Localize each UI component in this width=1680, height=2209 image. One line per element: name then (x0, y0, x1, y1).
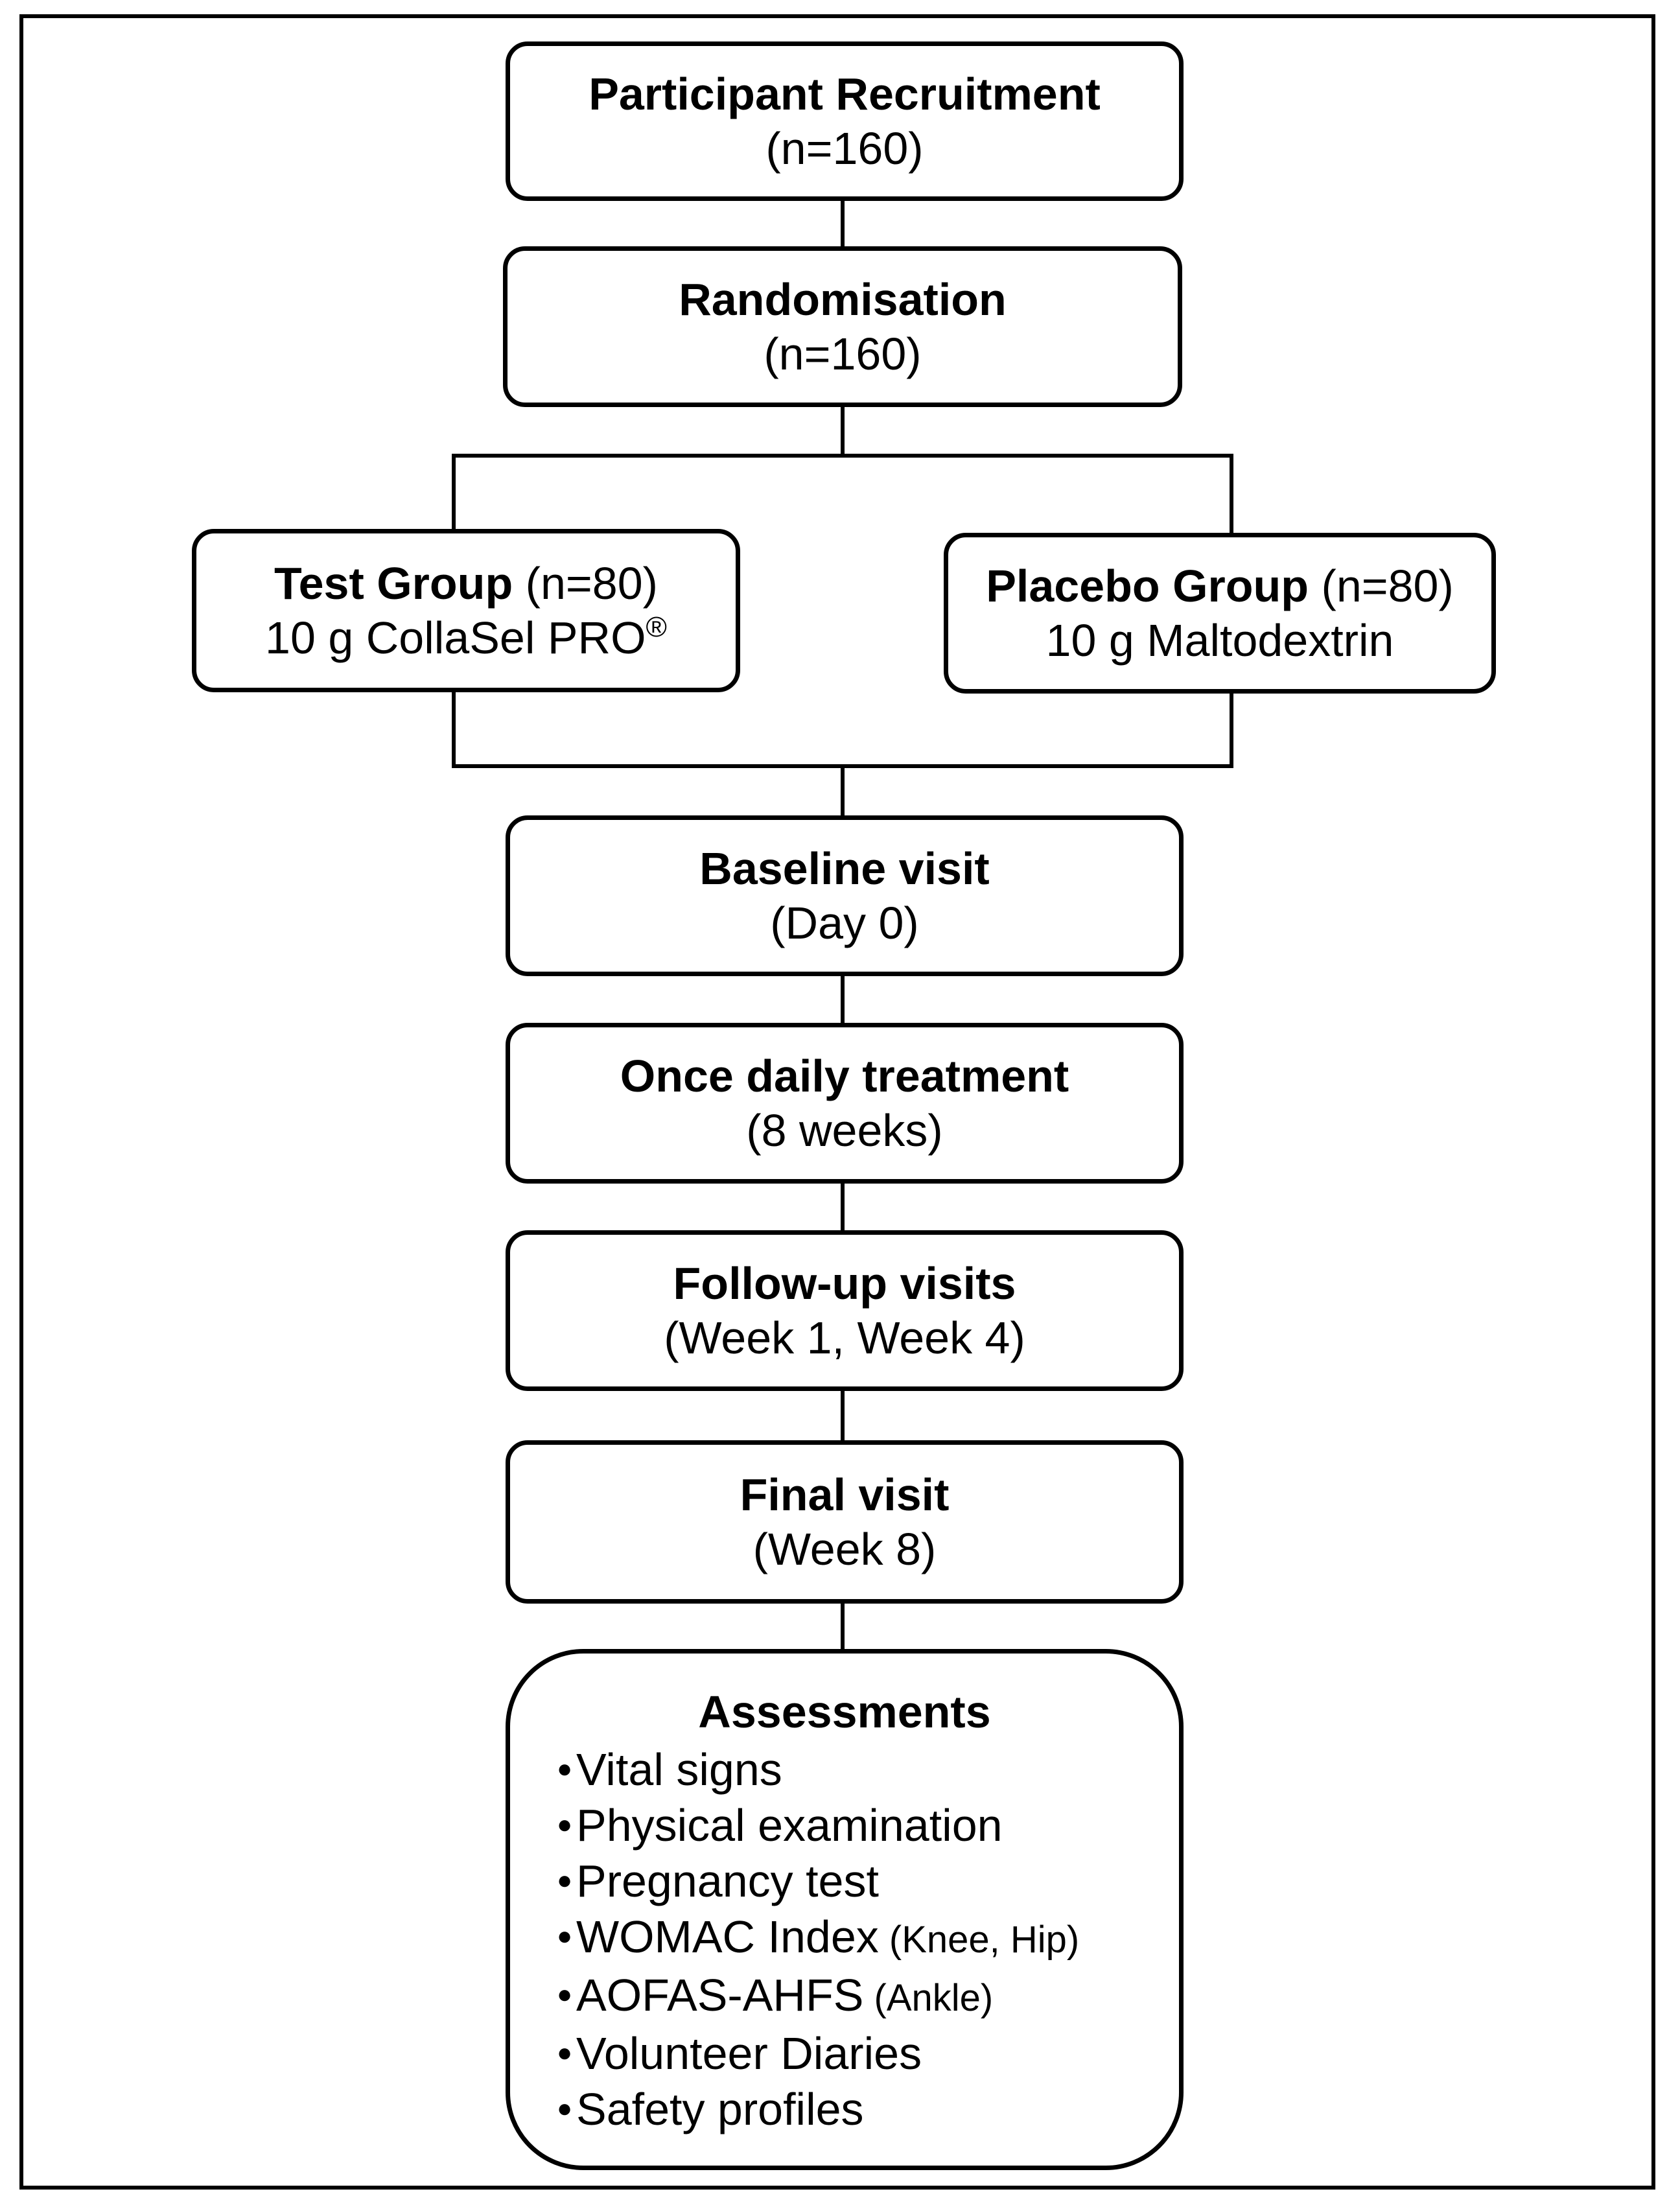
placebo-group-heading: Placebo Group (n=80) (986, 559, 1454, 613)
list-item: ●Volunteer Diaries (557, 2026, 1079, 2081)
followup-title: Follow-up visits (673, 1258, 1016, 1309)
randomisation-box: Randomisation (n=160) (503, 246, 1182, 407)
list-item: ●Vital signs (557, 1742, 1079, 1797)
final-visit-time: (Week 8) (752, 1524, 937, 1574)
followup-time: (Week 1, Week 4) (664, 1313, 1025, 1363)
randomisation-count: (n=160) (764, 329, 922, 379)
test-group-title: Test Group (274, 558, 513, 609)
recruitment-box: Participant Recruitment (n=160) (506, 41, 1184, 201)
test-group-box: Test Group (n=80) 10 g CollaSel PRO® (192, 529, 740, 692)
test-group-count: (n=80) (513, 558, 658, 609)
registered-mark: ® (646, 611, 667, 643)
recruitment-title: Participant Recruitment (589, 69, 1101, 119)
final-visit-title: Final visit (740, 1469, 950, 1520)
list-item: ●Physical examination (557, 1797, 1079, 1853)
assessment-label: WOMAC Index (576, 1911, 879, 1962)
assessment-detail: (Ankle) (863, 1977, 994, 2019)
treatment-title: Once daily treatment (620, 1051, 1069, 1101)
placebo-group-box: Placebo Group (n=80) 10 g Maltodextrin (944, 533, 1496, 694)
assessment-label: Pregnancy test (576, 1856, 879, 1906)
list-item: ●Safety profiles (557, 2081, 1079, 2137)
baseline-time: (Day 0) (770, 898, 919, 948)
bullet-icon: ● (557, 1866, 573, 1895)
test-group-heading: Test Group (n=80) (274, 556, 658, 611)
placebo-group-count: (n=80) (1309, 561, 1454, 611)
list-item: ●AOFAS-AHFS (Ankle) (557, 1967, 1079, 2026)
assessment-label: Safety profiles (576, 2084, 864, 2134)
assessment-detail: (Knee, Hip) (878, 1919, 1080, 1961)
test-group-product: 10 g CollaSel PRO (265, 613, 646, 663)
connector-join-bar (452, 690, 1233, 768)
treatment-duration: (8 weeks) (746, 1105, 943, 1156)
final-visit-box: Final visit (Week 8) (506, 1440, 1184, 1604)
bullet-icon: ● (557, 2094, 573, 2123)
list-item: ●WOMAC Index (Knee, Hip) (557, 1909, 1079, 1967)
treatment-box: Once daily treatment (8 weeks) (506, 1023, 1184, 1184)
baseline-title: Baseline visit (699, 843, 990, 894)
bullet-icon: ● (557, 1755, 573, 1783)
test-group-product-line: 10 g CollaSel PRO® (265, 611, 667, 665)
assessment-label: Physical examination (576, 1800, 1003, 1851)
placebo-group-product: 10 g Maltodextrin (1045, 615, 1394, 666)
list-item: ●Pregnancy test (557, 1853, 1079, 1909)
bullet-icon: ● (557, 2039, 573, 2067)
assessment-label: Volunteer Diaries (576, 2028, 922, 2079)
bullet-icon: ● (557, 1810, 573, 1839)
placebo-group-title: Placebo Group (986, 561, 1309, 611)
connector-split-bar (452, 454, 1233, 535)
assessments-box: Assessments ●Vital signs ●Physical exami… (506, 1649, 1184, 2170)
assessments-title: Assessments (698, 1687, 991, 1737)
recruitment-count: (n=160) (765, 123, 924, 174)
assessment-label: Vital signs (576, 1744, 782, 1795)
figure-frame (19, 14, 1655, 2190)
bullet-icon: ● (557, 1980, 573, 2009)
bullet-icon: ● (557, 1922, 573, 1950)
randomisation-title: Randomisation (679, 274, 1007, 325)
baseline-box: Baseline visit (Day 0) (506, 815, 1184, 976)
assessment-label: AOFAS-AHFS (576, 1970, 864, 2020)
followup-box: Follow-up visits (Week 1, Week 4) (506, 1230, 1184, 1391)
assessments-list: ●Vital signs ●Physical examination ●Preg… (510, 1742, 1079, 2137)
